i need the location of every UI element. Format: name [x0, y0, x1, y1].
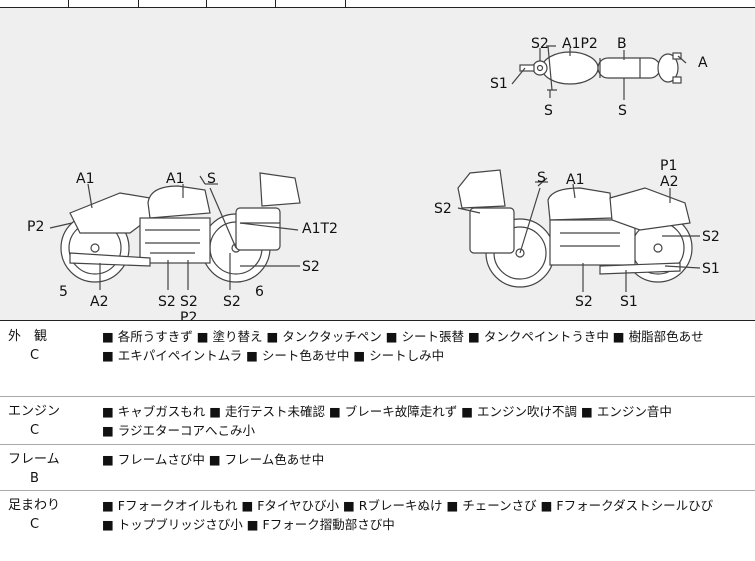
diagram-bottom-border [0, 320, 755, 321]
left-view-label-p2: P2 [27, 219, 44, 235]
left-view-label-a2: A2 [90, 294, 108, 310]
condition-row-exterior: 外 観 C ■ 各所うすきず ■ 塗り替え ■ タンクタッチペン ■ シート張替… [0, 327, 755, 393]
top-view-label-s1: S1 [490, 76, 508, 92]
left-view-label-s2-a: S2 [158, 294, 176, 310]
row-divider [0, 444, 755, 445]
motorcycle-left-view [60, 172, 301, 283]
right-view-label-s2-bottom: S2 [575, 294, 593, 310]
category-name: エンジン [8, 404, 61, 419]
right-view-label-s: S [537, 170, 546, 186]
right-view-label-a1: A1 [566, 172, 584, 188]
left-view-label-s2-b: S2 [180, 294, 198, 310]
top-view-label-b: B [617, 36, 627, 52]
condition-notes: ■ キャブガスもれ ■ 走行テスト未確認 ■ ブレーキ故障走れず ■ エンジン吹… [102, 402, 752, 440]
condition-row-engine: エンジン C ■ キャブガスもれ ■ 走行テスト未確認 ■ ブレーキ故障走れず … [0, 402, 755, 444]
left-view-label-s: S [207, 171, 216, 187]
left-view-label-p2-bottom: P2 [180, 310, 197, 320]
table-cell-divider [345, 0, 346, 8]
condition-note-line: ■ Fフォークオイルもれ ■ Fタイヤひび小 ■ Rブレーキぬけ ■ チェーンさ… [102, 498, 714, 513]
right-view-label-s2-rear: S2 [434, 201, 452, 217]
left-view-label-a1-tank: A1 [166, 171, 184, 187]
condition-notes: ■ Fフォークオイルもれ ■ Fタイヤひび小 ■ Rブレーキぬけ ■ チェーンさ… [102, 496, 752, 534]
category-name: 足まわり [8, 498, 61, 513]
category-grade: C [30, 423, 40, 438]
left-view-label-a1t2: A1T2 [302, 221, 338, 237]
right-view-label-s1-bottom: S1 [620, 294, 638, 310]
row-divider [0, 490, 755, 491]
left-view-label-a1-rear: A1 [76, 171, 94, 187]
table-cell-divider [206, 0, 207, 8]
category-cell: フレーム B [8, 450, 94, 488]
left-view-label-5: 5 [59, 284, 68, 300]
condition-notes: ■ フレームさび中 ■ フレーム色あせ中 [102, 450, 752, 469]
condition-note-line: ■ キャブガスもれ ■ 走行テスト未確認 ■ ブレーキ故障走れず ■ エンジン吹… [102, 404, 672, 419]
table-cell-divider [275, 0, 276, 8]
table-cell-divider [68, 0, 69, 8]
right-view-label-a2: A2 [660, 174, 678, 190]
top-view-label-s2: S2 [531, 36, 549, 52]
right-view-label-s1-front: S1 [702, 261, 720, 277]
condition-note-line: ■ 各所うすきず ■ 塗り替え ■ タンクタッチペン ■ シート張替 ■ タンク… [102, 329, 704, 344]
right-view-label-s2-front: S2 [702, 229, 720, 245]
condition-row-frame: フレーム B ■ フレームさび中 ■ フレーム色あせ中 [0, 450, 755, 490]
label-leader-lines [49, 48, 701, 292]
motorcycle-right-view [457, 169, 693, 288]
category-grade: B [30, 471, 39, 486]
category-cell: 外 観 C [8, 327, 94, 365]
damage-diagram-panel: S2 A1P2 B A S1 S S A1 A1 S P2 A1T2 5 A2 … [0, 8, 755, 320]
category-name: フレーム [8, 452, 60, 467]
category-grade: C [30, 348, 40, 363]
category-cell: 足まわり C [8, 496, 94, 534]
top-view-label-a1p2: A1P2 [562, 36, 598, 52]
row-divider [0, 396, 755, 397]
condition-note-line: ■ フレームさび中 ■ フレーム色あせ中 [102, 452, 325, 467]
condition-note-line: ■ トップブリッジさび小 ■ Fフォーク摺動部さび中 [102, 517, 395, 532]
table-cell-divider [138, 0, 139, 8]
left-view-label-s2-c: S2 [223, 294, 241, 310]
condition-note-line: ■ エキパイペイントムラ ■ シート色あせ中 ■ シートしみ中 [102, 348, 445, 363]
category-grade: C [30, 517, 40, 532]
condition-row-suspension: 足まわり C ■ Fフォークオイルもれ ■ Fタイヤひび小 ■ Rブレーキぬけ … [0, 496, 755, 556]
category-cell: エンジン C [8, 402, 94, 440]
motorcycle-top-view [519, 45, 682, 91]
condition-notes: ■ 各所うすきず ■ 塗り替え ■ タンクタッチペン ■ シート張替 ■ タンク… [102, 327, 752, 365]
category-name: 外 観 [8, 329, 48, 344]
table-top-border [0, 7, 755, 8]
left-view-label-s2-d: S2 [302, 259, 320, 275]
condition-note-line: ■ ラジエターコアへこみ小 [102, 423, 256, 438]
top-view-label-s-right: S [618, 103, 627, 119]
motorcycle-damage-diagram: S2 A1P2 B A S1 S S A1 A1 S P2 A1T2 5 A2 … [27, 36, 720, 320]
left-view-label-6: 6 [255, 284, 264, 300]
top-view-label-s-left: S [544, 103, 553, 119]
top-view-label-a: A [698, 55, 708, 71]
right-view-label-p1: P1 [660, 158, 677, 174]
